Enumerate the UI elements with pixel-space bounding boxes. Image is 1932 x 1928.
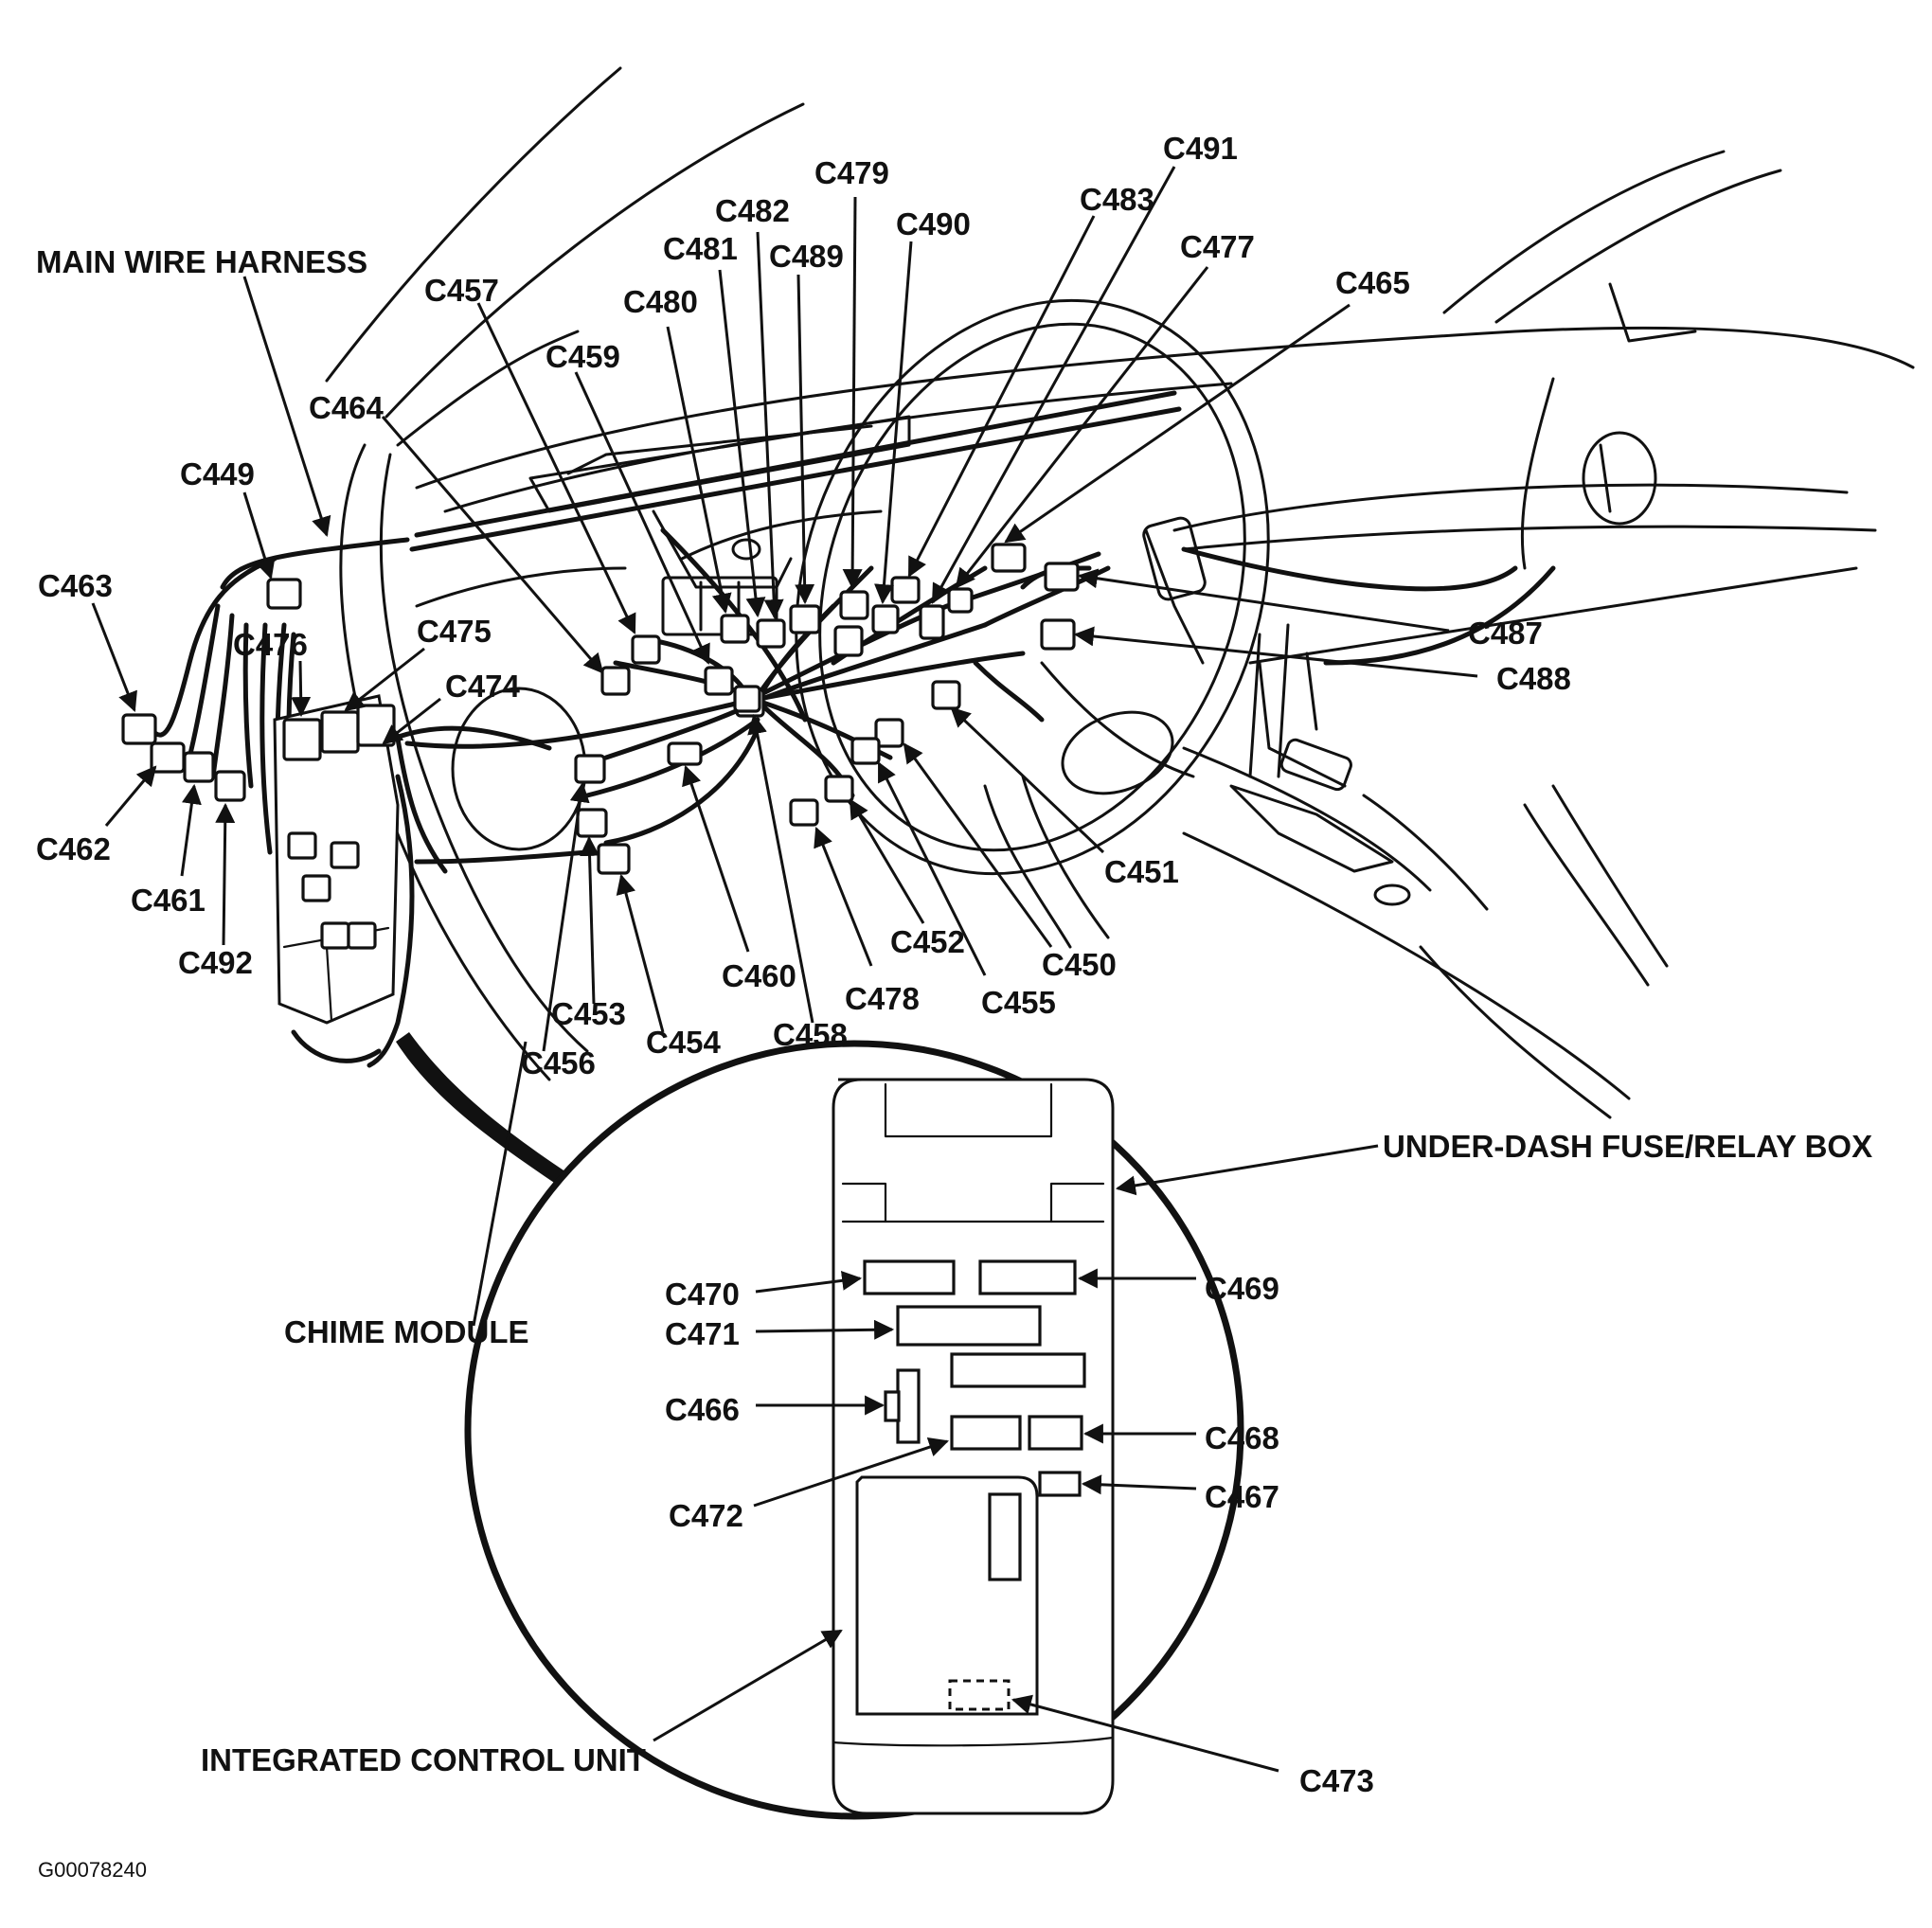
label-c483: C483: [1080, 182, 1154, 217]
label-c488: C488: [1496, 661, 1571, 696]
label-c474: C474: [445, 669, 521, 704]
label-c457: C457: [424, 273, 499, 308]
label-c463: C463: [38, 568, 113, 603]
connector-block-c456: [574, 754, 606, 784]
connector-block-c463: [121, 713, 157, 745]
label-c460: C460: [722, 958, 796, 993]
connector-block-c469: [978, 1259, 1077, 1295]
label-c471: C471: [665, 1316, 740, 1351]
label-c491: C491: [1163, 131, 1238, 166]
under-dash-fuse-box-in-car: [273, 694, 400, 1025]
connector-block-c480: [720, 614, 750, 644]
connector-block-c481: [756, 618, 786, 649]
connector-block-c449: [266, 578, 302, 610]
fuse-box-detail-circle: [464, 1040, 1244, 1820]
connector-block-c451: [931, 680, 961, 710]
label-c450: C450: [1042, 947, 1117, 982]
connector-block-c468: [1028, 1415, 1083, 1451]
connector-block-c459: [704, 666, 734, 696]
label-c449: C449: [180, 456, 255, 491]
connector-block-c490: [871, 604, 900, 634]
connector-block-c470: [863, 1259, 956, 1295]
label-c455: C455: [981, 985, 1056, 1020]
label-c481: C481: [663, 231, 738, 266]
label-c452: C452: [890, 924, 965, 959]
label-c462: C462: [36, 831, 111, 866]
label-c461: C461: [131, 883, 206, 918]
connector-block-c471: [896, 1305, 1042, 1347]
label-c451: C451: [1104, 854, 1179, 889]
label-c458: C458: [773, 1017, 848, 1052]
label-c477: C477: [1180, 229, 1255, 264]
connector-block-c452: [824, 775, 854, 803]
connector-block-c478: [789, 798, 819, 827]
label-c473: C473: [1299, 1763, 1374, 1798]
connector-block-c462: [150, 741, 186, 774]
connector-block-c489: [833, 625, 864, 657]
dashboard-line-art: [325, 66, 1915, 1119]
label-c456: C456: [521, 1045, 596, 1080]
label-c490: C490: [896, 206, 971, 241]
connector-block-c455: [850, 737, 881, 765]
connector-block-c471b: [950, 1352, 1086, 1388]
main-wire-harness-label: MAIN WIRE HARNESS: [36, 244, 367, 279]
label-c467: C467: [1205, 1479, 1279, 1514]
label-c479: C479: [814, 155, 889, 190]
label-c454: C454: [646, 1025, 722, 1060]
label-c464: C464: [309, 390, 385, 425]
label-c475: C475: [417, 614, 492, 649]
label-c478: C478: [845, 981, 920, 1016]
connector-block-c488: [1040, 618, 1076, 651]
label-c487: C487: [1468, 616, 1543, 651]
connector-block-c450: [874, 718, 904, 748]
under-dash-fuse-relay-box-label: UNDER-DASH FUSE/RELAY BOX: [1383, 1129, 1872, 1164]
label-c453: C453: [551, 996, 626, 1031]
icu-slot: [988, 1492, 1022, 1581]
label-c465: C465: [1335, 265, 1410, 300]
connector-block-c453: [576, 808, 608, 838]
integrated-control-unit-label: INTEGRATED CONTROL UNIT: [201, 1742, 646, 1777]
connector-block-c492: [214, 770, 246, 802]
connector-blocks: [121, 543, 1080, 875]
connector-block-c461: [183, 751, 215, 783]
connector-block-c477: [947, 587, 974, 614]
connector-block-c472: [950, 1415, 1022, 1451]
label-c492: C492: [178, 945, 253, 980]
chime-module-label: CHIME MODULE: [284, 1314, 529, 1349]
connector-block-c454: [597, 843, 631, 875]
figure-code: G00078240: [38, 1858, 147, 1882]
connector-block-c465: [991, 543, 1027, 573]
connector-block-c458: [733, 685, 761, 713]
label-c482: C482: [715, 193, 790, 228]
connector-block-c467: [1038, 1471, 1082, 1497]
connector-block-c482: [789, 604, 821, 634]
connector-block-c491: [919, 604, 945, 640]
label-c472: C472: [669, 1498, 743, 1533]
label-c470: C470: [665, 1276, 740, 1312]
connector-block-c466: [896, 1368, 921, 1444]
label-c476: C476: [233, 627, 308, 662]
connector-block-c479: [839, 590, 869, 620]
label-c469: C469: [1205, 1271, 1279, 1306]
connector-block-c464: [600, 666, 631, 696]
leader-arrows: [91, 166, 1478, 1773]
connector-block-c483: [890, 576, 921, 604]
text-labels: MAIN WIRE HARNESS CHIME MODULE UNDER-DAS…: [36, 131, 1872, 1882]
connector-block-c457: [631, 634, 661, 665]
connector-block-c473: [948, 1679, 1011, 1711]
connector-block-c466-tab: [884, 1390, 901, 1422]
label-c466: C466: [665, 1392, 740, 1427]
connector-block-c487: [1044, 562, 1080, 592]
label-c468: C468: [1205, 1420, 1279, 1455]
label-c459: C459: [546, 339, 620, 374]
connector-block-c460: [667, 741, 703, 766]
label-c489: C489: [769, 239, 844, 274]
label-c480: C480: [623, 284, 698, 319]
